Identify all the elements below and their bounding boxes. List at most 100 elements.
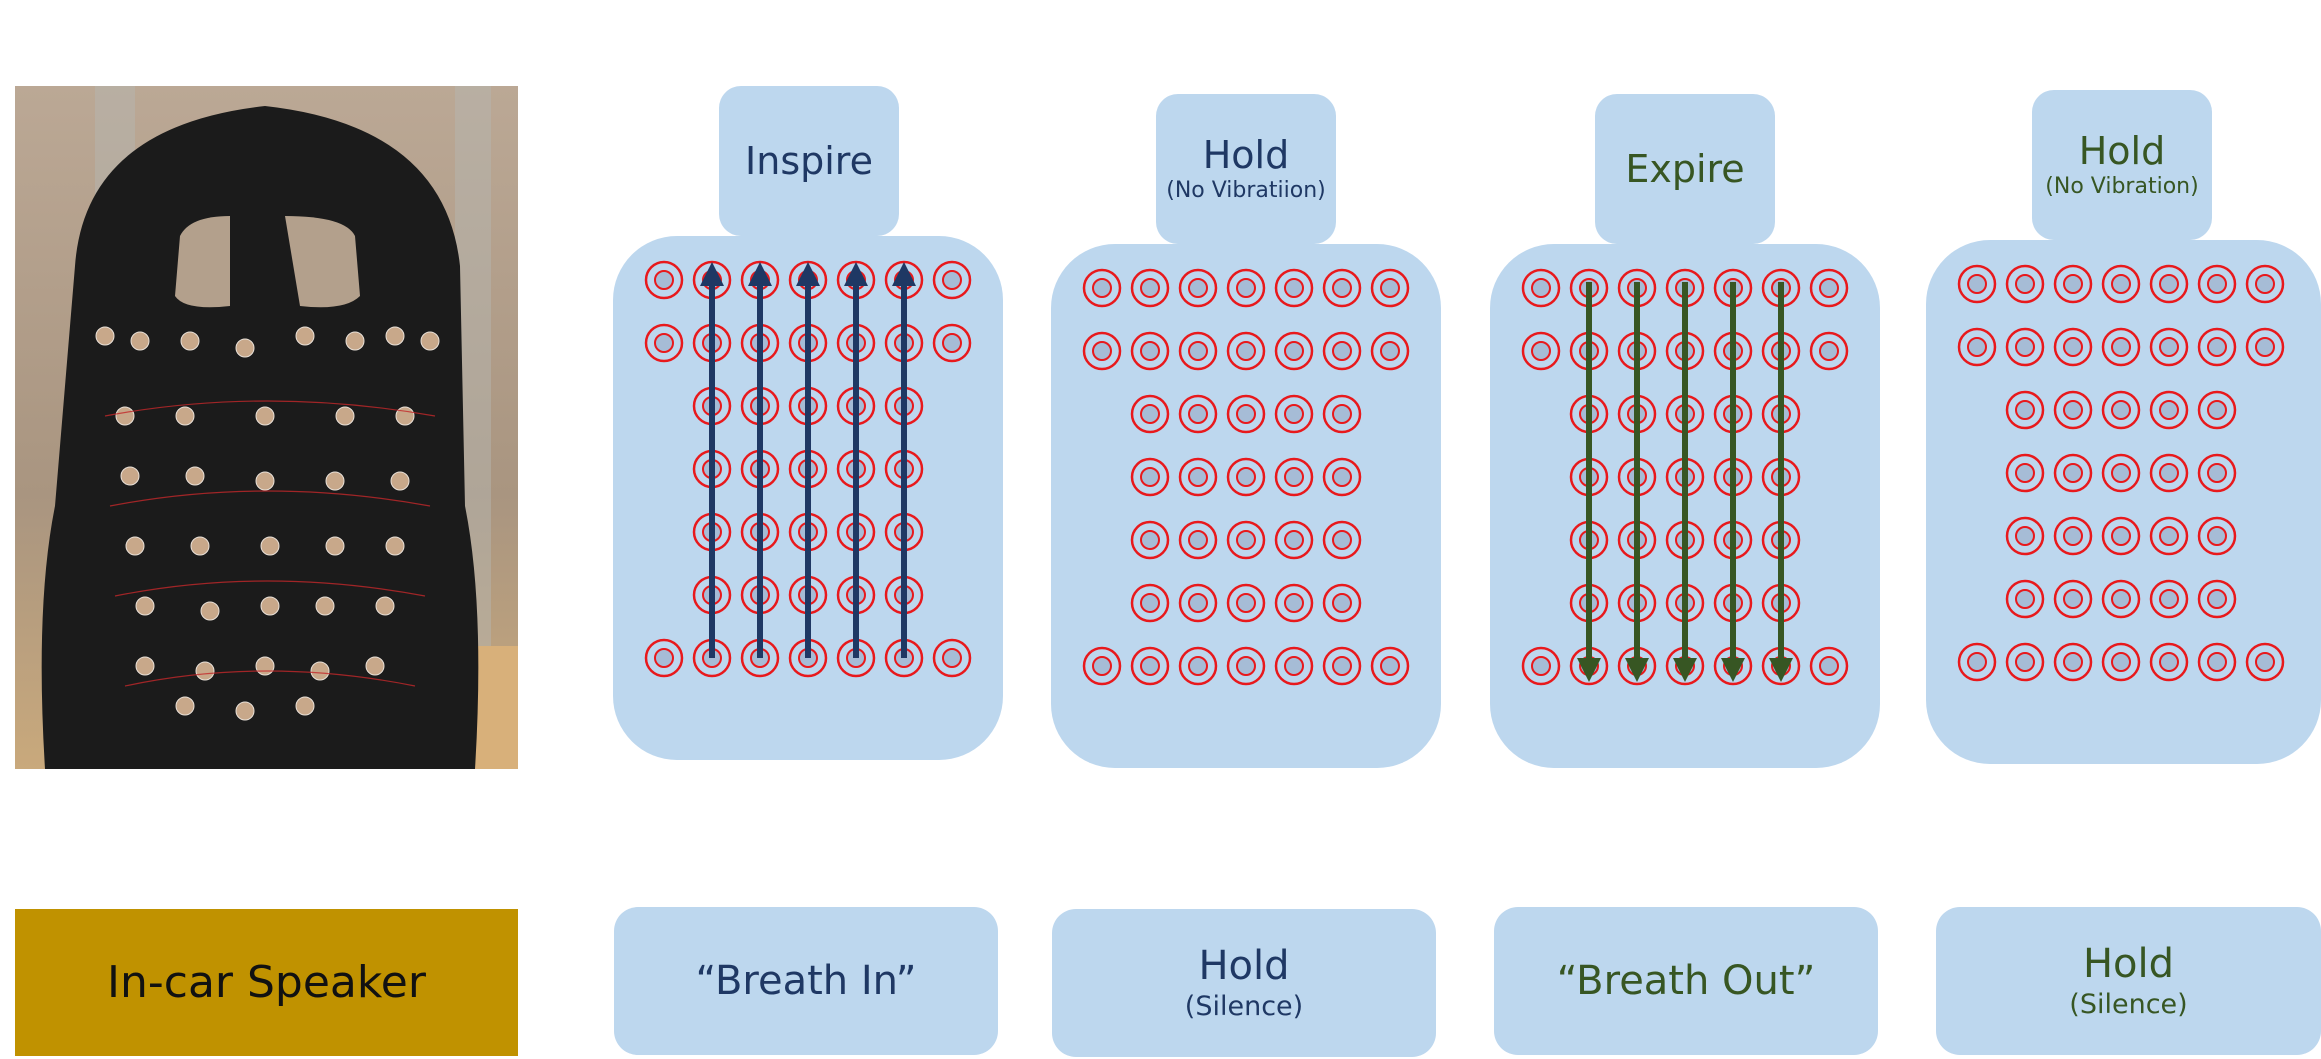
seat-actuator-node <box>255 406 275 426</box>
seat-actuator-node <box>325 536 345 556</box>
expire-tab: Expire <box>1595 94 1775 244</box>
breath-out-label: “Breath Out” <box>1556 958 1816 1004</box>
actuator-ring <box>2149 327 2189 367</box>
actuator-dot <box>654 333 674 353</box>
actuator-dot <box>2111 526 2131 546</box>
actuator-ring <box>2245 642 2285 682</box>
actuator-dot <box>2159 526 2179 546</box>
actuator-dot <box>2015 274 2035 294</box>
actuator-dot <box>1236 341 1256 361</box>
actuator-ring <box>1322 457 1362 497</box>
actuator-dot <box>1819 341 1839 361</box>
actuator-dot <box>1236 278 1256 298</box>
actuator-ring <box>1082 268 1122 308</box>
actuator-ring <box>1178 394 1218 434</box>
actuator-grid-expire <box>1521 268 1849 686</box>
inspire-title: Inspire <box>745 139 873 183</box>
actuator-dot <box>2015 337 2035 357</box>
actuator-dot <box>1188 278 1208 298</box>
actuator-ring <box>2245 327 2285 367</box>
actuator-ring <box>2101 579 2141 619</box>
actuator-dot <box>2063 400 2083 420</box>
actuator-dot <box>2063 274 2083 294</box>
actuator-dot <box>1332 278 1352 298</box>
actuator-ring <box>1957 642 1997 682</box>
actuator-dot <box>2207 274 2227 294</box>
actuator-ring <box>1226 268 1266 308</box>
actuator-dot <box>2015 400 2035 420</box>
actuator-ring <box>2053 264 2093 304</box>
actuator-dot <box>2159 589 2179 609</box>
actuator-dot <box>2255 337 2275 357</box>
actuator-dot <box>1967 337 1987 357</box>
actuator-ring <box>1226 646 1266 686</box>
actuator-dot <box>2015 463 2035 483</box>
actuator-dot <box>2159 274 2179 294</box>
seat-actuator-node <box>375 596 395 616</box>
hold-audio-box-1: Hold (Silence) <box>1052 909 1436 1057</box>
seat-actuator-node <box>385 326 405 346</box>
actuator-ring <box>1178 583 1218 623</box>
actuator-ring <box>2053 327 2093 367</box>
seat-actuator-node <box>365 656 385 676</box>
actuator-ring <box>1322 646 1362 686</box>
actuator-ring <box>1274 583 1314 623</box>
actuator-ring <box>1130 520 1170 560</box>
actuator-ring <box>1957 327 1997 367</box>
actuator-dot <box>1188 404 1208 424</box>
actuator-dot <box>2207 400 2227 420</box>
actuator-dot <box>2111 337 2131 357</box>
hold-audio-subtitle-1: (Silence) <box>1184 991 1304 1022</box>
actuator-ring <box>1130 646 1170 686</box>
actuator-dot <box>1531 278 1551 298</box>
actuator-ring <box>2149 390 2189 430</box>
actuator-dot <box>1284 656 1304 676</box>
actuator-dot <box>2111 463 2131 483</box>
actuator-ring <box>2101 327 2141 367</box>
actuator-ring <box>1082 331 1122 371</box>
seat-actuator-node <box>385 536 405 556</box>
hold-audio-subtitle-2: (Silence) <box>2069 989 2188 1020</box>
actuator-ring <box>2005 453 2045 493</box>
actuator-dot <box>1332 530 1352 550</box>
actuator-ring <box>644 323 684 363</box>
actuator-dot <box>1140 341 1160 361</box>
actuator-ring <box>1322 394 1362 434</box>
actuator-dot <box>2255 652 2275 672</box>
actuator-ring <box>1521 331 1561 371</box>
actuator-dot <box>1140 530 1160 550</box>
actuator-ring <box>1274 457 1314 497</box>
seat-actuator-node <box>175 406 195 426</box>
actuator-dot <box>1332 404 1352 424</box>
actuator-ring <box>1178 457 1218 497</box>
actuator-ring <box>2245 264 2285 304</box>
actuator-dot <box>1092 278 1112 298</box>
actuator-ring <box>1322 331 1362 371</box>
actuator-ring <box>1274 331 1314 371</box>
seat-actuator-node <box>260 596 280 616</box>
actuator-ring <box>1226 520 1266 560</box>
actuator-ring <box>2149 453 2189 493</box>
actuator-ring <box>2101 516 2141 556</box>
seat-actuator-node <box>235 338 255 358</box>
actuator-dot <box>1188 467 1208 487</box>
hold-seat-panel-1 <box>1051 244 1441 768</box>
hold-subtitle-2: (No Vibration) <box>2045 174 2199 199</box>
actuator-ring <box>2197 390 2237 430</box>
seat-actuator-node <box>420 331 440 351</box>
seat-actuator-node <box>325 471 345 491</box>
actuator-dot <box>1819 278 1839 298</box>
actuator-ring <box>2005 327 2045 367</box>
seat-actuator-node <box>200 601 220 621</box>
actuator-ring <box>2197 579 2237 619</box>
seat-actuator-node <box>135 656 155 676</box>
actuator-dot <box>1284 341 1304 361</box>
seat-actuator-node <box>185 466 205 486</box>
breath-in-label: “Breath In” <box>695 958 917 1004</box>
actuator-ring <box>2053 579 2093 619</box>
actuator-dot <box>1819 656 1839 676</box>
seat-actuator-node <box>130 331 150 351</box>
actuator-dot <box>654 270 674 290</box>
actuator-dot <box>1140 467 1160 487</box>
actuator-dot <box>1188 341 1208 361</box>
